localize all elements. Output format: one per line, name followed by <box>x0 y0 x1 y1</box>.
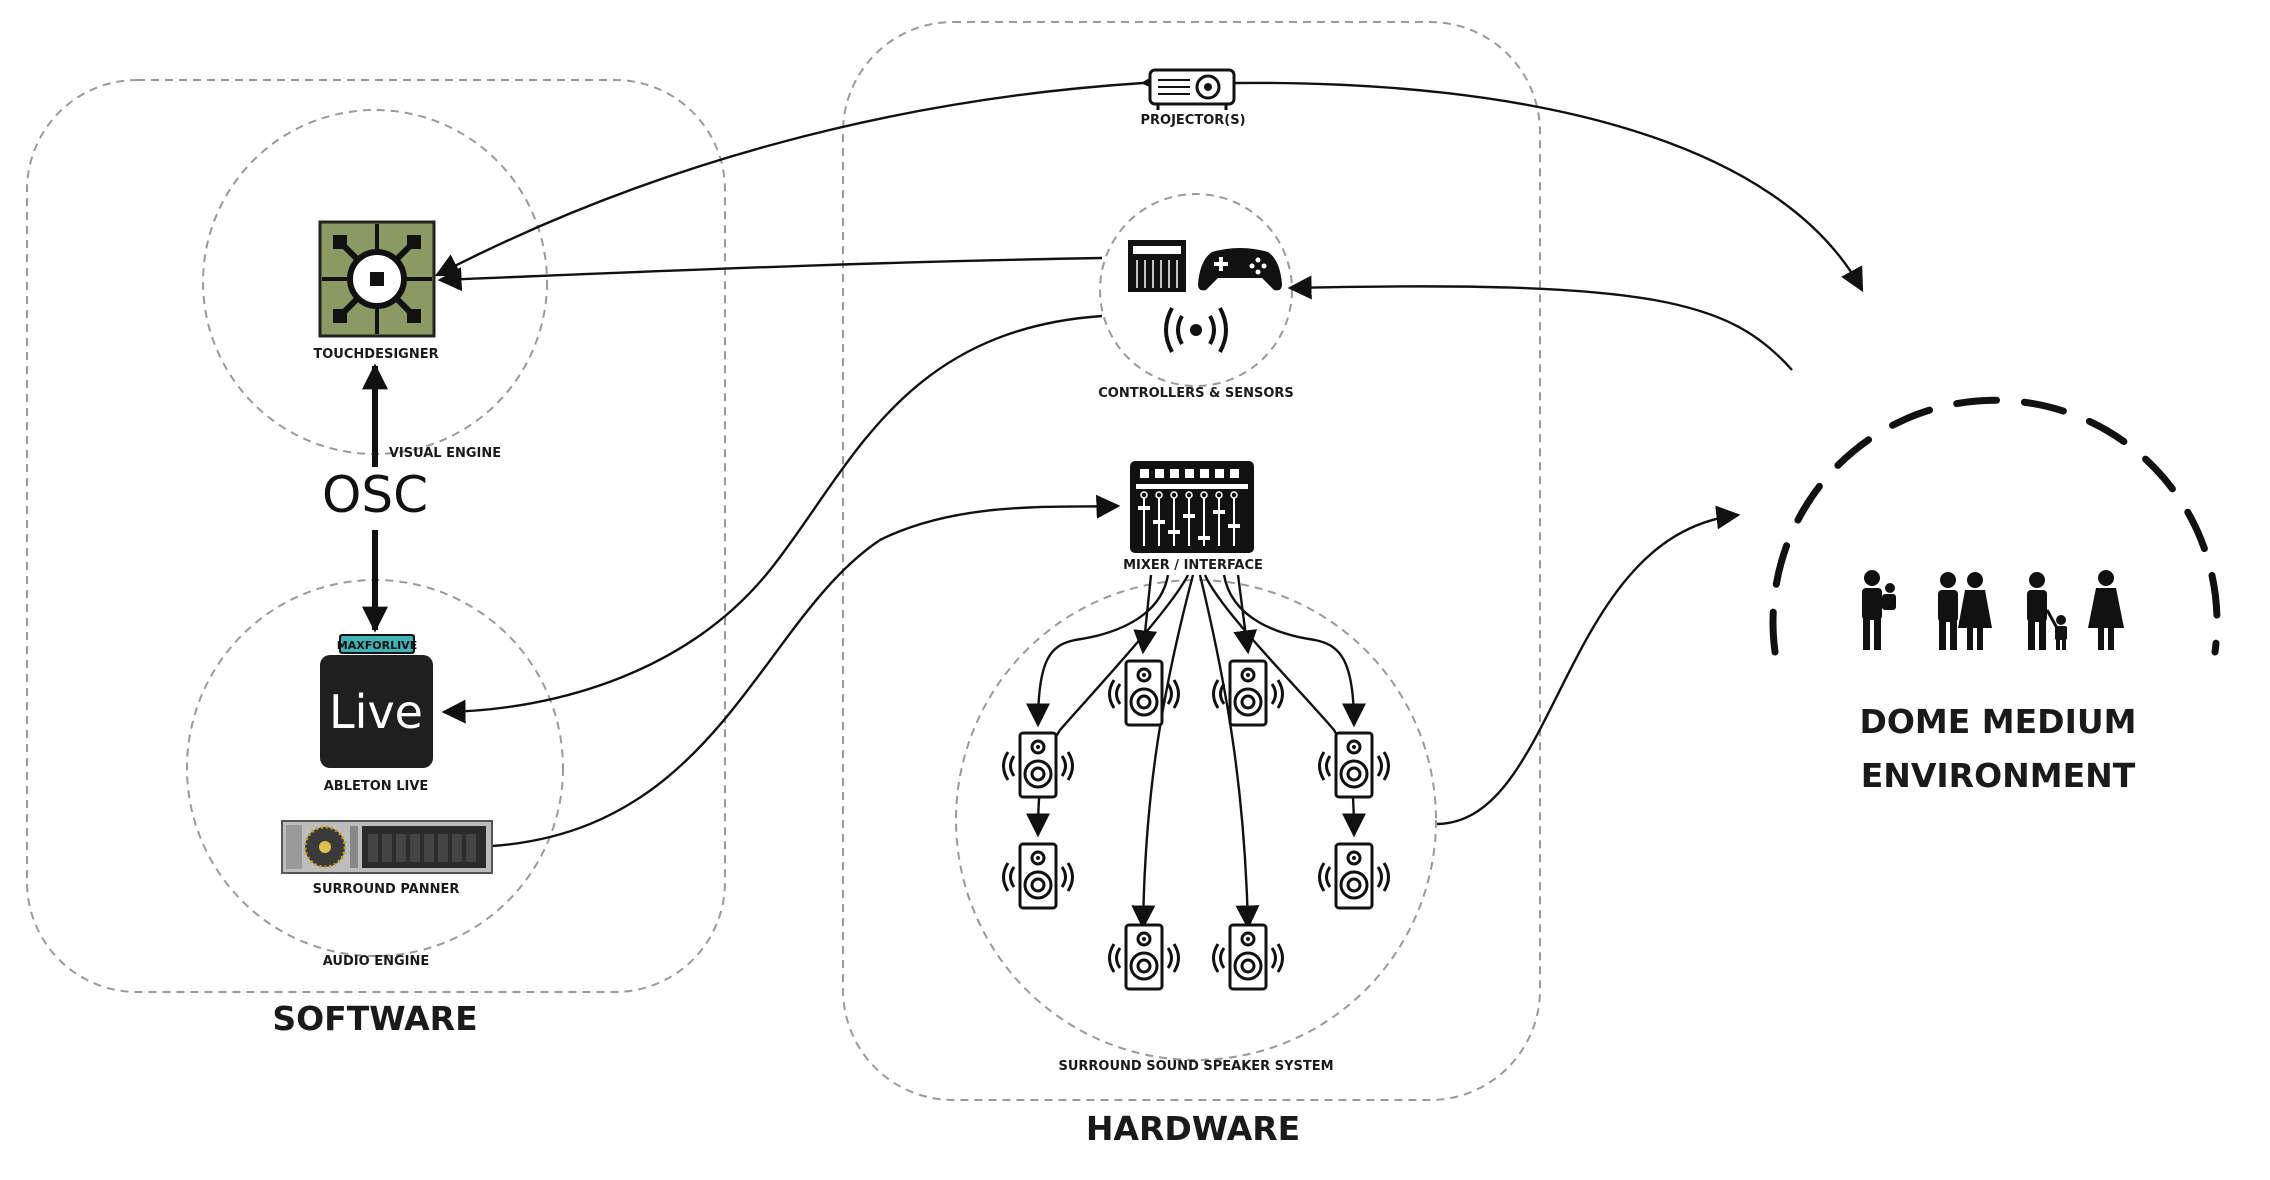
visual-engine-label: VISUAL ENGINE <box>389 446 501 461</box>
surround-panner-icon <box>281 820 493 874</box>
projector-touchdesigner-link <box>434 69 1166 277</box>
dome-controllers-link <box>1287 275 1793 371</box>
speaker-system-circle <box>955 579 1437 1061</box>
ableton-live-label: ABLETON LIVE <box>324 779 429 794</box>
osc-label: OSC <box>322 466 428 524</box>
ableton-live-icon: Live <box>320 655 433 768</box>
touchdesigner-label: TOUCHDESIGNER <box>313 347 438 362</box>
environment-title-line2: ENVIRONMENT <box>1861 756 2136 795</box>
speaker-icon <box>1002 731 1074 799</box>
speaker-system-label: SURROUND SOUND SPEAKER SYSTEM <box>1058 1059 1333 1074</box>
controllers-ableton-link <box>441 314 1103 724</box>
audio-engine-label: AUDIO ENGINE <box>323 954 429 969</box>
mixer-console-icon <box>1128 240 1186 292</box>
mixer-label: MIXER / INTERFACE <box>1123 558 1263 573</box>
speakers <box>1002 659 1390 991</box>
panner-mixer-link <box>491 494 1121 848</box>
svg-text:MAXFORLIVE: MAXFORLIVE <box>337 639 417 652</box>
mixer-interface-icon <box>1130 461 1254 553</box>
mixer-speaker-links <box>1026 574 1366 930</box>
projector-icon <box>1148 68 1236 110</box>
projector-label: PROJECTOR(S) <box>1140 113 1245 128</box>
environment-title-line1: DOME MEDIUM <box>1859 702 2136 741</box>
speaker-icon <box>1108 923 1180 991</box>
dome-outline <box>1769 396 2221 656</box>
controllers-label: CONTROLLERS & SENSORS <box>1098 386 1294 401</box>
touchdesigner-icon <box>318 220 436 338</box>
speaker-icon <box>1318 731 1390 799</box>
max-for-live-badge: MAXFORLIVE <box>337 634 417 654</box>
family-icon <box>1862 570 2124 650</box>
speaker-icon <box>1108 659 1180 727</box>
gamepad-icon <box>1198 248 1282 291</box>
controllers-touchdesigner-link <box>437 256 1103 292</box>
svg-text:Live: Live <box>329 685 423 739</box>
surround-panner-label: SURROUND PANNER <box>313 882 460 897</box>
speaker-icon <box>1002 842 1074 910</box>
speaker-icon <box>1318 842 1390 910</box>
speaker-icon <box>1212 923 1284 991</box>
hardware-title: HARDWARE <box>1086 1109 1300 1148</box>
software-group <box>26 79 726 993</box>
hardware-group <box>842 21 1541 1101</box>
speakers-dome-link <box>1436 505 1741 826</box>
projector-dome-link <box>1234 81 1864 293</box>
software-title: SOFTWARE <box>272 999 477 1038</box>
wireless-sensor-icon <box>1164 307 1228 353</box>
